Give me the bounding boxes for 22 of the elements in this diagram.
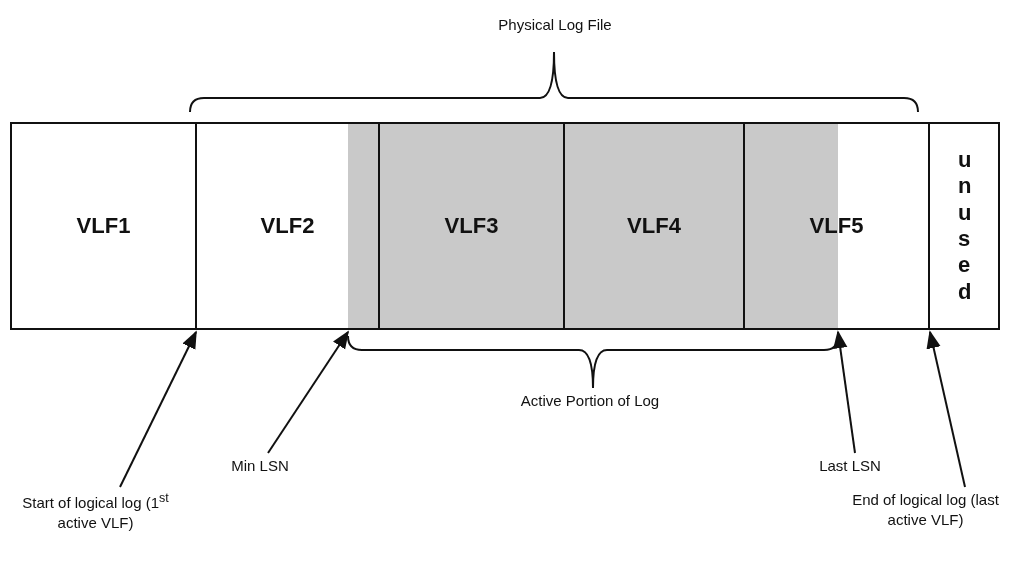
- callout-text: Last LSN: [805, 456, 895, 477]
- log-segment-box: [195, 122, 380, 330]
- segment-label: VLF1: [76, 213, 131, 239]
- leader-arrow: [267, 330, 349, 454]
- bracket-label: Physical Log File: [498, 16, 612, 33]
- log-segment-box: [10, 122, 197, 330]
- bracket-label: Active Portion of Log: [520, 392, 660, 409]
- log-segment-box: [928, 122, 1000, 330]
- leader-arrow: [926, 330, 966, 488]
- callout-text: End of logical log (last active VLF): [848, 490, 1003, 531]
- callout-text: Start of logical log (1$^{st}$ active VLF): [18, 490, 173, 534]
- segment-label: VLF4: [627, 213, 681, 239]
- log-segment-box: [563, 122, 745, 330]
- leader-arrow: [119, 330, 197, 488]
- segment-label: VLF3: [444, 213, 499, 239]
- callout-text: Min LSN: [215, 456, 305, 477]
- segment-label: VLF2: [260, 213, 315, 239]
- log-segment-box: [743, 122, 930, 330]
- segment-label: VLF5: [809, 213, 864, 239]
- segment-label: unused: [957, 146, 971, 306]
- leader-arrow: [833, 330, 856, 454]
- log-segment-box: [378, 122, 565, 330]
